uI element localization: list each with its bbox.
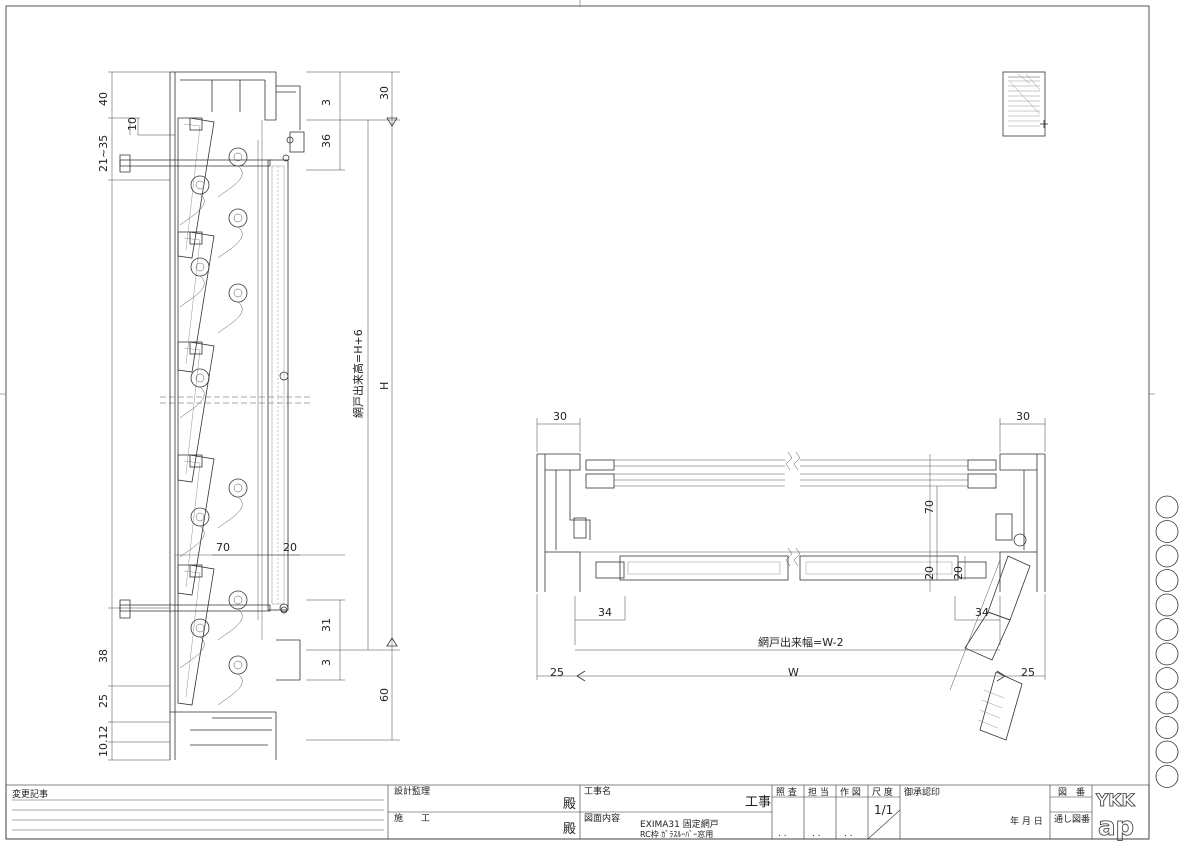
dim-60: 60 <box>378 688 391 702</box>
dono-2: 殿 <box>563 822 576 837</box>
revision-circle <box>1155 716 1179 739</box>
dim-3-bottom: 3 <box>320 659 333 666</box>
project-name-label: 工事名 <box>584 785 611 797</box>
revision-circle <box>1155 765 1179 788</box>
dim-36: 36 <box>320 134 333 148</box>
dim-25-bottom-left: 25 <box>550 666 564 679</box>
construction-label: 施 工 <box>394 812 430 824</box>
net-width-label: 網戸出来幅=W-2 <box>758 635 844 649</box>
design-supervision-label: 設計監理 <box>394 785 430 797</box>
revision-circle <box>1155 667 1179 690</box>
title-block <box>5 784 1150 840</box>
dim-20-right-right: 20 <box>952 566 965 580</box>
scale-label: 尺 度 <box>872 786 893 798</box>
pivot-joint <box>228 478 248 498</box>
pivot-joint <box>190 257 210 277</box>
check-label: 照 査 <box>776 786 797 798</box>
revision-circle <box>1155 569 1179 592</box>
right-dimension-lines <box>536 418 1046 682</box>
dim-25-left: 25 <box>97 694 110 708</box>
drawing-content-label: 図面内容 <box>584 812 620 824</box>
pivot-joint <box>228 208 248 228</box>
logo-ap: ap <box>1098 812 1134 842</box>
dim-31: 31 <box>320 618 333 632</box>
left-dimension-lines <box>108 71 400 761</box>
dots-2: . . <box>812 829 821 839</box>
revision-circle <box>1155 593 1179 617</box>
horizontal-section-view <box>536 451 1046 741</box>
right-dimension-texts: 30 30 70 20 20 34 34 網戸出来幅=W-2 25 W 25 <box>550 410 1035 679</box>
revision-circle <box>1155 691 1179 715</box>
scale-value: 1/1 <box>874 803 893 817</box>
pivot-joint <box>228 655 248 675</box>
dim-20-mid: 20 <box>283 541 297 554</box>
koji-label: 工事 <box>745 795 771 810</box>
dim-38: 38 <box>97 649 110 663</box>
pivot-joint <box>228 590 248 610</box>
revision-circle <box>1155 544 1179 568</box>
title-block-texts: 変更記事 設計監理 施 工 殿 殿 工事名 工事 図面内容 EXIMA31 固定… <box>12 785 1136 842</box>
dim-20-right-left: 20 <box>923 566 936 580</box>
louver-blade <box>177 564 215 706</box>
revision-circle <box>1155 740 1179 764</box>
dim-40: 40 <box>97 92 110 106</box>
dim-70-right: 70 <box>923 500 936 514</box>
pivot-joint <box>190 507 210 527</box>
dim-W: W <box>788 666 799 679</box>
louver-blade <box>177 231 215 373</box>
drawing-title-1: EXIMA31 固定網戸 <box>640 818 719 830</box>
approval-label: 御承認印 <box>904 786 940 798</box>
pivot-joint <box>190 368 210 388</box>
dim-H: H <box>378 382 391 390</box>
sheet-border <box>0 0 1155 840</box>
revision-circle <box>1155 618 1179 641</box>
change-record-label: 変更記事 <box>12 788 48 800</box>
pivot-joint <box>228 283 248 303</box>
serial-no-label: 通し図番 <box>1054 813 1090 825</box>
charge-label: 担 当 <box>808 786 829 798</box>
date-label: 年 月 日 <box>1010 815 1043 827</box>
vertical-section-view <box>119 71 345 760</box>
dim-30-top-left: 30 <box>553 410 567 423</box>
dim-21-35: 21~35 <box>97 135 110 172</box>
dots-1: . . <box>778 829 787 839</box>
net-height-label: 網戸出来高=H+6 <box>351 329 365 418</box>
dim-30-right: 30 <box>378 86 391 100</box>
dim-70-mid: 70 <box>216 541 230 554</box>
dim-34-right: 34 <box>975 606 989 619</box>
left-dimension-texts: 40 10 21~35 38 25 10.12 3 36 30 網戸出来高=H+… <box>97 86 391 757</box>
revision-circle <box>1155 642 1179 666</box>
drawing-title-2: RC枠 ｶﾞﾗｽﾙｰﾊﾞｰ窓用 <box>640 829 713 839</box>
drafted-label: 作 図 <box>840 786 861 798</box>
logo-ykk: YKK <box>1095 791 1135 811</box>
revision-circles <box>1155 495 1179 788</box>
dono-1: 殿 <box>563 797 576 812</box>
dim-10: 10 <box>126 117 139 131</box>
drawing-no-label: 図 番 <box>1058 786 1085 798</box>
louver-blade <box>177 341 215 483</box>
dots-3: . . <box>844 829 853 839</box>
key-plan-icon <box>1002 71 1048 137</box>
revision-circle <box>1155 495 1179 519</box>
operator-handle <box>949 533 1031 741</box>
dim-3-top: 3 <box>320 99 333 106</box>
dim-10-12: 10.12 <box>97 726 110 758</box>
dim-34-left: 34 <box>598 606 612 619</box>
dim-25-bottom-right: 25 <box>1021 666 1035 679</box>
dim-30-top-right: 30 <box>1016 410 1030 423</box>
pivot-joint <box>228 147 248 167</box>
pivot-joint <box>190 175 210 195</box>
revision-circle <box>1155 520 1179 543</box>
